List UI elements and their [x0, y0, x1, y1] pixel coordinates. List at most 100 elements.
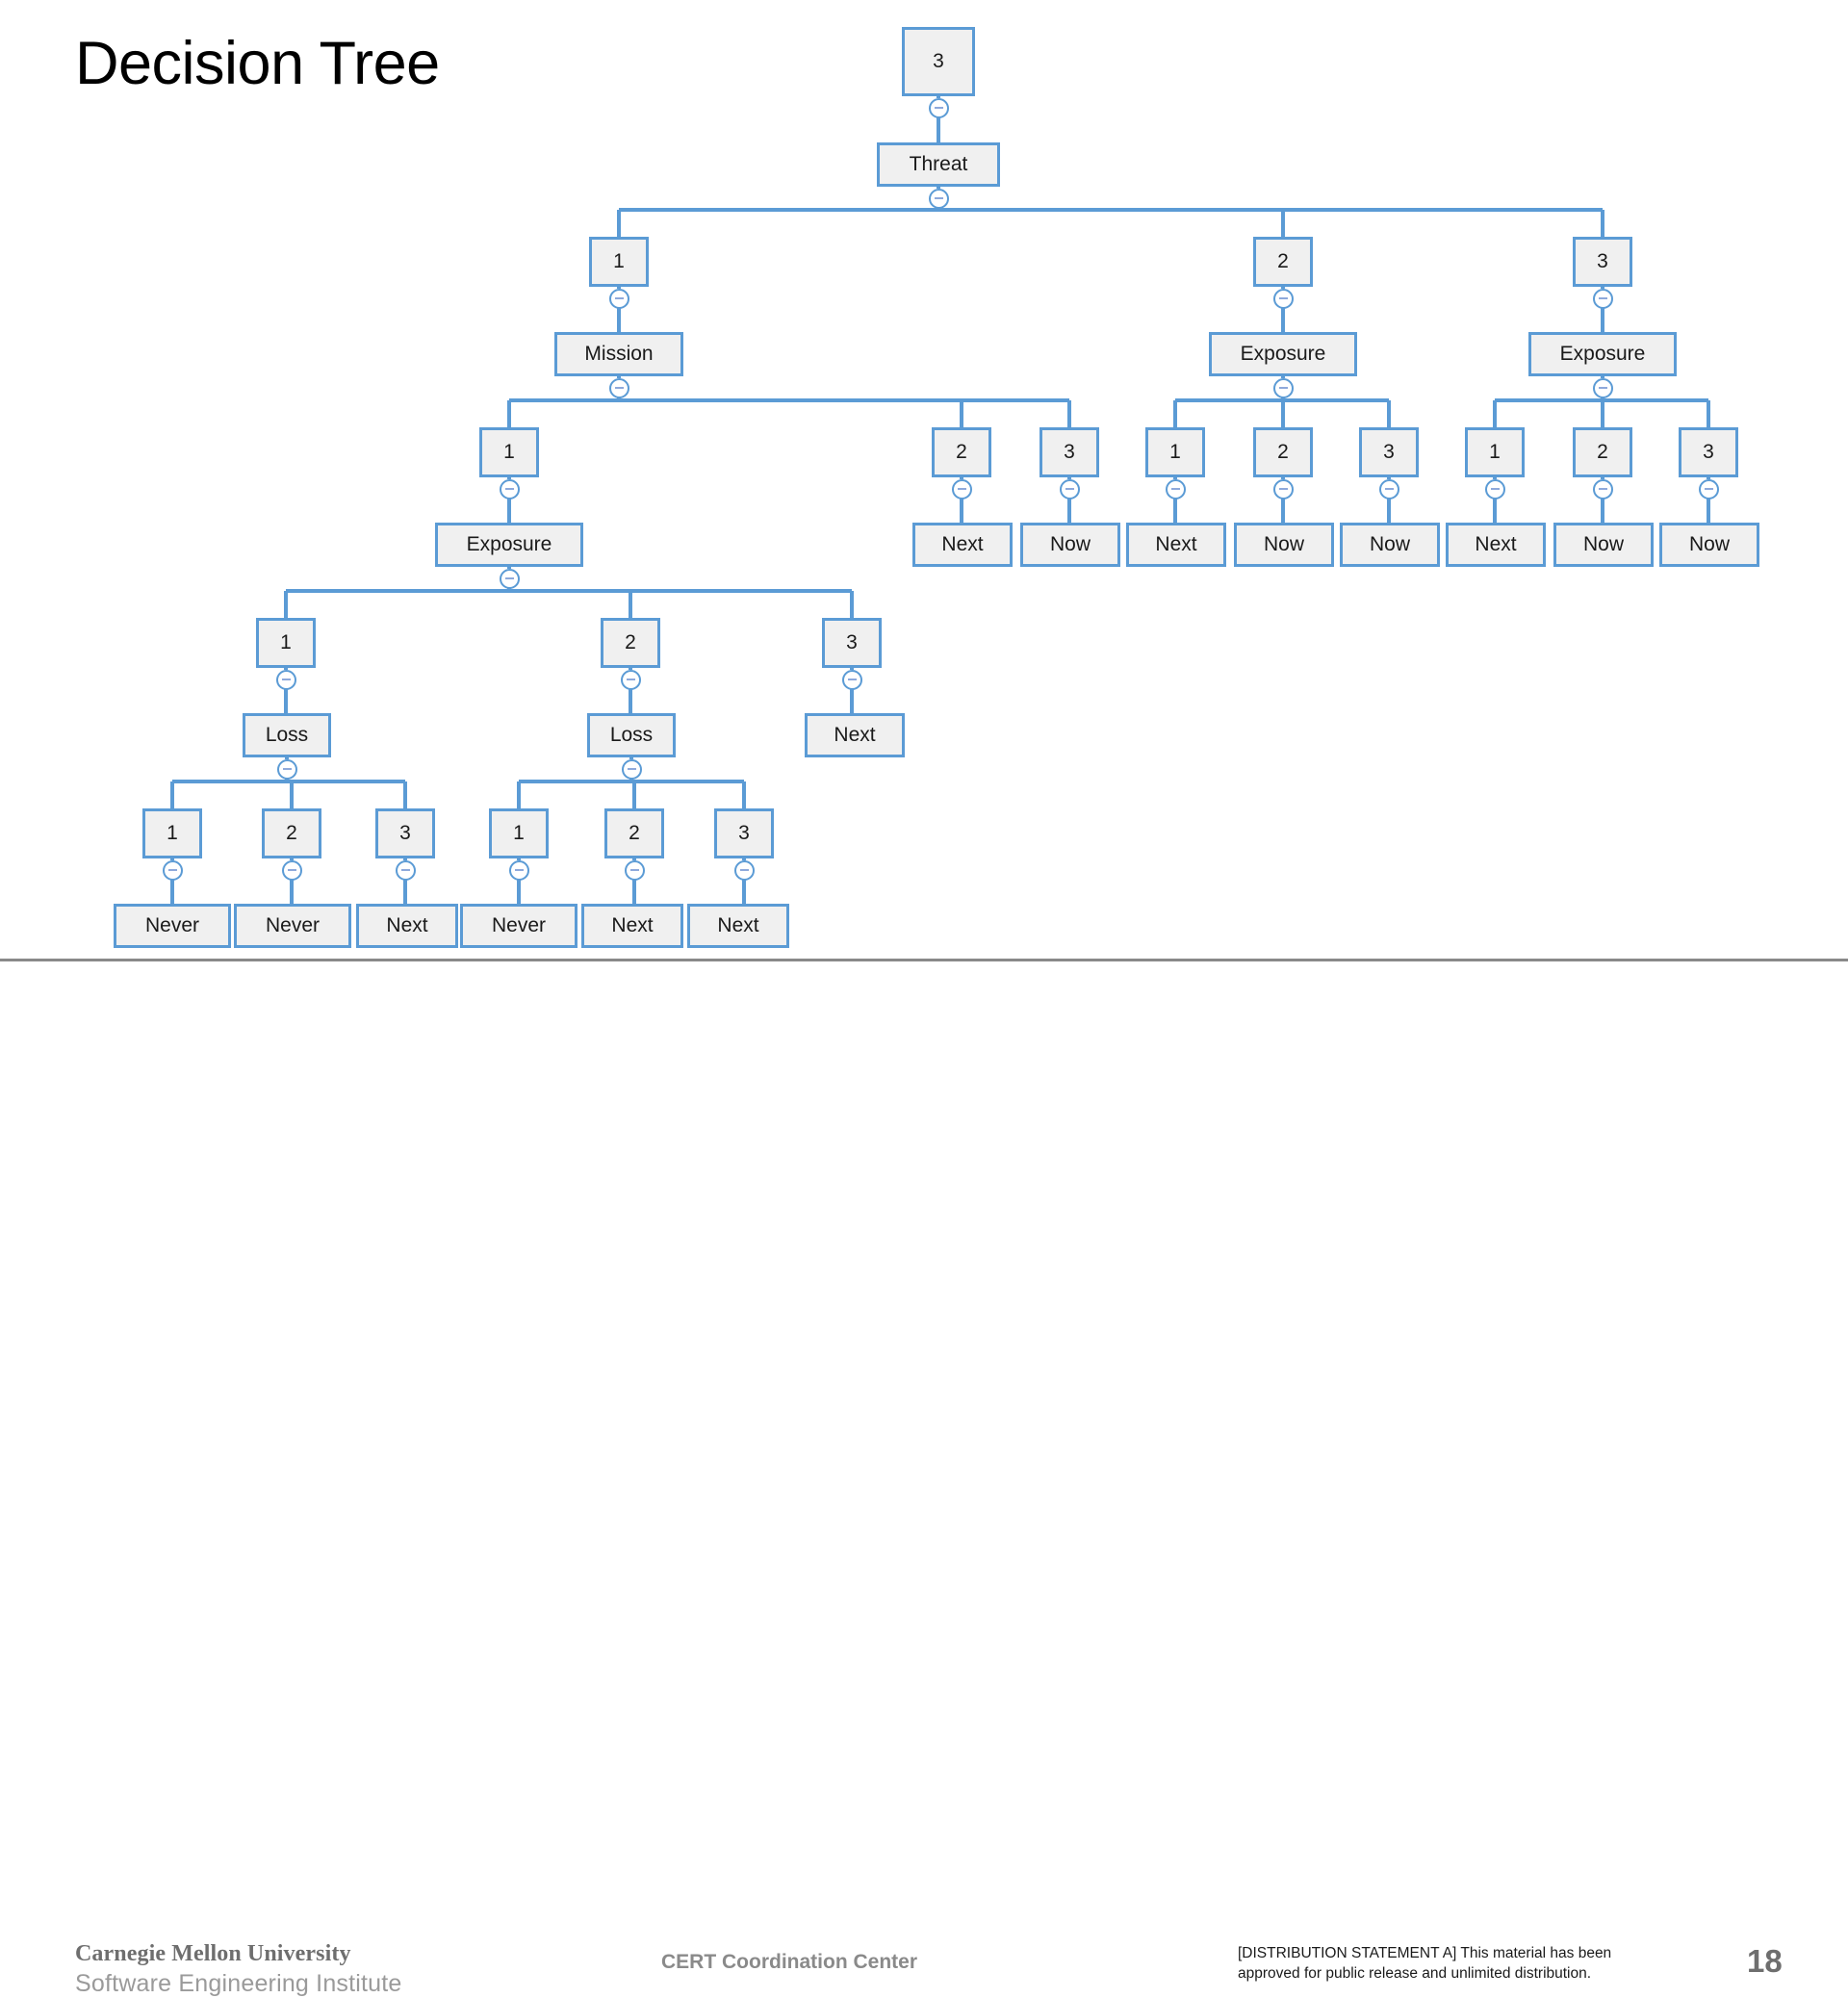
minus-circle-icon[interactable] [1484, 478, 1505, 500]
tree-node-value-1[interactable]: 1 [1145, 427, 1205, 477]
tree-node-value-2[interactable]: 2 [601, 618, 660, 668]
tree-node-outcome-never[interactable]: Never [234, 904, 351, 948]
tree-node-outcome-now[interactable]: Now [1659, 523, 1759, 567]
minus-circle-icon[interactable] [1165, 478, 1186, 500]
minus-circle-icon[interactable] [608, 288, 629, 309]
tree-node-value-2[interactable]: 2 [262, 808, 321, 858]
tree-node-outcome-next[interactable]: Next [805, 713, 905, 757]
tree-node-outcome-next[interactable]: Next [1126, 523, 1226, 567]
minus-circle-icon[interactable] [281, 859, 302, 881]
tree-node-factor-exposure[interactable]: Exposure [435, 523, 583, 567]
minus-circle-icon[interactable] [499, 478, 520, 500]
tree-node-value-1[interactable]: 1 [479, 427, 539, 477]
minus-glyph [281, 679, 291, 680]
center-name-label: CERT Coordination Center [661, 1951, 917, 1973]
minus-glyph [1278, 387, 1288, 389]
tree-node-value-3[interactable]: 3 [902, 27, 975, 96]
tree-node-factor-exposure[interactable]: Exposure [1209, 332, 1357, 376]
minus-glyph [614, 387, 624, 389]
tree-node-outcome-next[interactable]: Next [687, 904, 789, 948]
tree-node-value-1[interactable]: 1 [1465, 427, 1525, 477]
minus-circle-icon[interactable] [162, 859, 183, 881]
tree-node-outcome-next[interactable]: Next [1446, 523, 1546, 567]
tree-node-value-3[interactable]: 3 [1679, 427, 1738, 477]
tree-node-value-1[interactable]: 1 [489, 808, 549, 858]
minus-glyph [629, 869, 639, 871]
tree-node-outcome-now[interactable]: Now [1020, 523, 1120, 567]
minus-glyph [400, 869, 410, 871]
minus-circle-icon[interactable] [1592, 377, 1613, 398]
minus-circle-icon[interactable] [841, 669, 862, 690]
minus-glyph [934, 107, 943, 109]
tree-node-value-1[interactable]: 1 [142, 808, 202, 858]
tree-node-value-3[interactable]: 3 [1573, 237, 1632, 287]
minus-glyph [934, 197, 943, 199]
tree-node-value-3[interactable]: 3 [1359, 427, 1419, 477]
minus-circle-icon[interactable] [733, 859, 755, 881]
minus-circle-icon[interactable] [608, 377, 629, 398]
tree-node-outcome-never[interactable]: Never [460, 904, 578, 948]
minus-glyph [739, 869, 749, 871]
tree-node-outcome-next[interactable]: Next [356, 904, 458, 948]
minus-circle-icon[interactable] [499, 568, 520, 589]
minus-glyph [167, 869, 177, 871]
minus-circle-icon[interactable] [621, 758, 642, 780]
minus-glyph [504, 488, 514, 490]
minus-glyph [1065, 488, 1074, 490]
minus-glyph [1170, 488, 1180, 490]
tree-node-outcome-next[interactable]: Next [581, 904, 683, 948]
tree-node-outcome-now[interactable]: Now [1553, 523, 1654, 567]
minus-circle-icon[interactable] [508, 859, 529, 881]
minus-circle-icon[interactable] [1592, 288, 1613, 309]
tree-node-outcome-now[interactable]: Now [1234, 523, 1334, 567]
tree-node-value-2[interactable]: 2 [932, 427, 991, 477]
minus-glyph [504, 577, 514, 579]
org-name-primary: Carnegie Mellon University [75, 1941, 351, 1966]
minus-glyph [1598, 387, 1607, 389]
minus-glyph [514, 869, 524, 871]
tree-node-value-2[interactable]: 2 [1253, 237, 1313, 287]
minus-circle-icon[interactable] [624, 859, 645, 881]
minus-circle-icon[interactable] [1272, 377, 1294, 398]
minus-glyph [1598, 297, 1607, 299]
tree-node-factor-exposure[interactable]: Exposure [1528, 332, 1677, 376]
tree-node-outcome-now[interactable]: Now [1340, 523, 1440, 567]
minus-glyph [614, 297, 624, 299]
minus-circle-icon[interactable] [928, 188, 949, 209]
tree-node-factor-mission[interactable]: Mission [554, 332, 683, 376]
tree-node-factor-loss[interactable]: Loss [243, 713, 331, 757]
minus-circle-icon[interactable] [620, 669, 641, 690]
minus-glyph [1704, 488, 1713, 490]
tree-node-outcome-next[interactable]: Next [912, 523, 1013, 567]
minus-circle-icon[interactable] [951, 478, 972, 500]
minus-circle-icon[interactable] [1272, 288, 1294, 309]
minus-glyph [627, 768, 636, 770]
tree-node-value-3[interactable]: 3 [714, 808, 774, 858]
tree-node-value-3[interactable]: 3 [822, 618, 882, 668]
minus-circle-icon[interactable] [1378, 478, 1399, 500]
minus-circle-icon[interactable] [395, 859, 416, 881]
tree-connectors [170, 96, 1710, 904]
minus-glyph [1490, 488, 1500, 490]
tree-node-value-2[interactable]: 2 [1573, 427, 1632, 477]
tree-node-value-3[interactable]: 3 [375, 808, 435, 858]
page-number: 18 [1747, 1943, 1783, 1979]
minus-circle-icon[interactable] [1059, 478, 1080, 500]
minus-glyph [957, 488, 966, 490]
tree-node-value-2[interactable]: 2 [604, 808, 664, 858]
tree-node-outcome-never[interactable]: Never [114, 904, 231, 948]
tree-node-value-1[interactable]: 1 [256, 618, 316, 668]
minus-circle-icon[interactable] [276, 758, 297, 780]
tree-node-value-2[interactable]: 2 [1253, 427, 1313, 477]
minus-circle-icon[interactable] [1592, 478, 1613, 500]
minus-circle-icon[interactable] [928, 97, 949, 118]
tree-node-factor-loss[interactable]: Loss [587, 713, 676, 757]
tree-node-value-1[interactable]: 1 [589, 237, 649, 287]
minus-circle-icon[interactable] [275, 669, 296, 690]
tree-node-value-3[interactable]: 3 [1040, 427, 1099, 477]
minus-circle-icon[interactable] [1272, 478, 1294, 500]
minus-circle-icon[interactable] [1698, 478, 1719, 500]
tree-node-factor-threat[interactable]: Threat [877, 142, 1000, 187]
minus-glyph [287, 869, 296, 871]
